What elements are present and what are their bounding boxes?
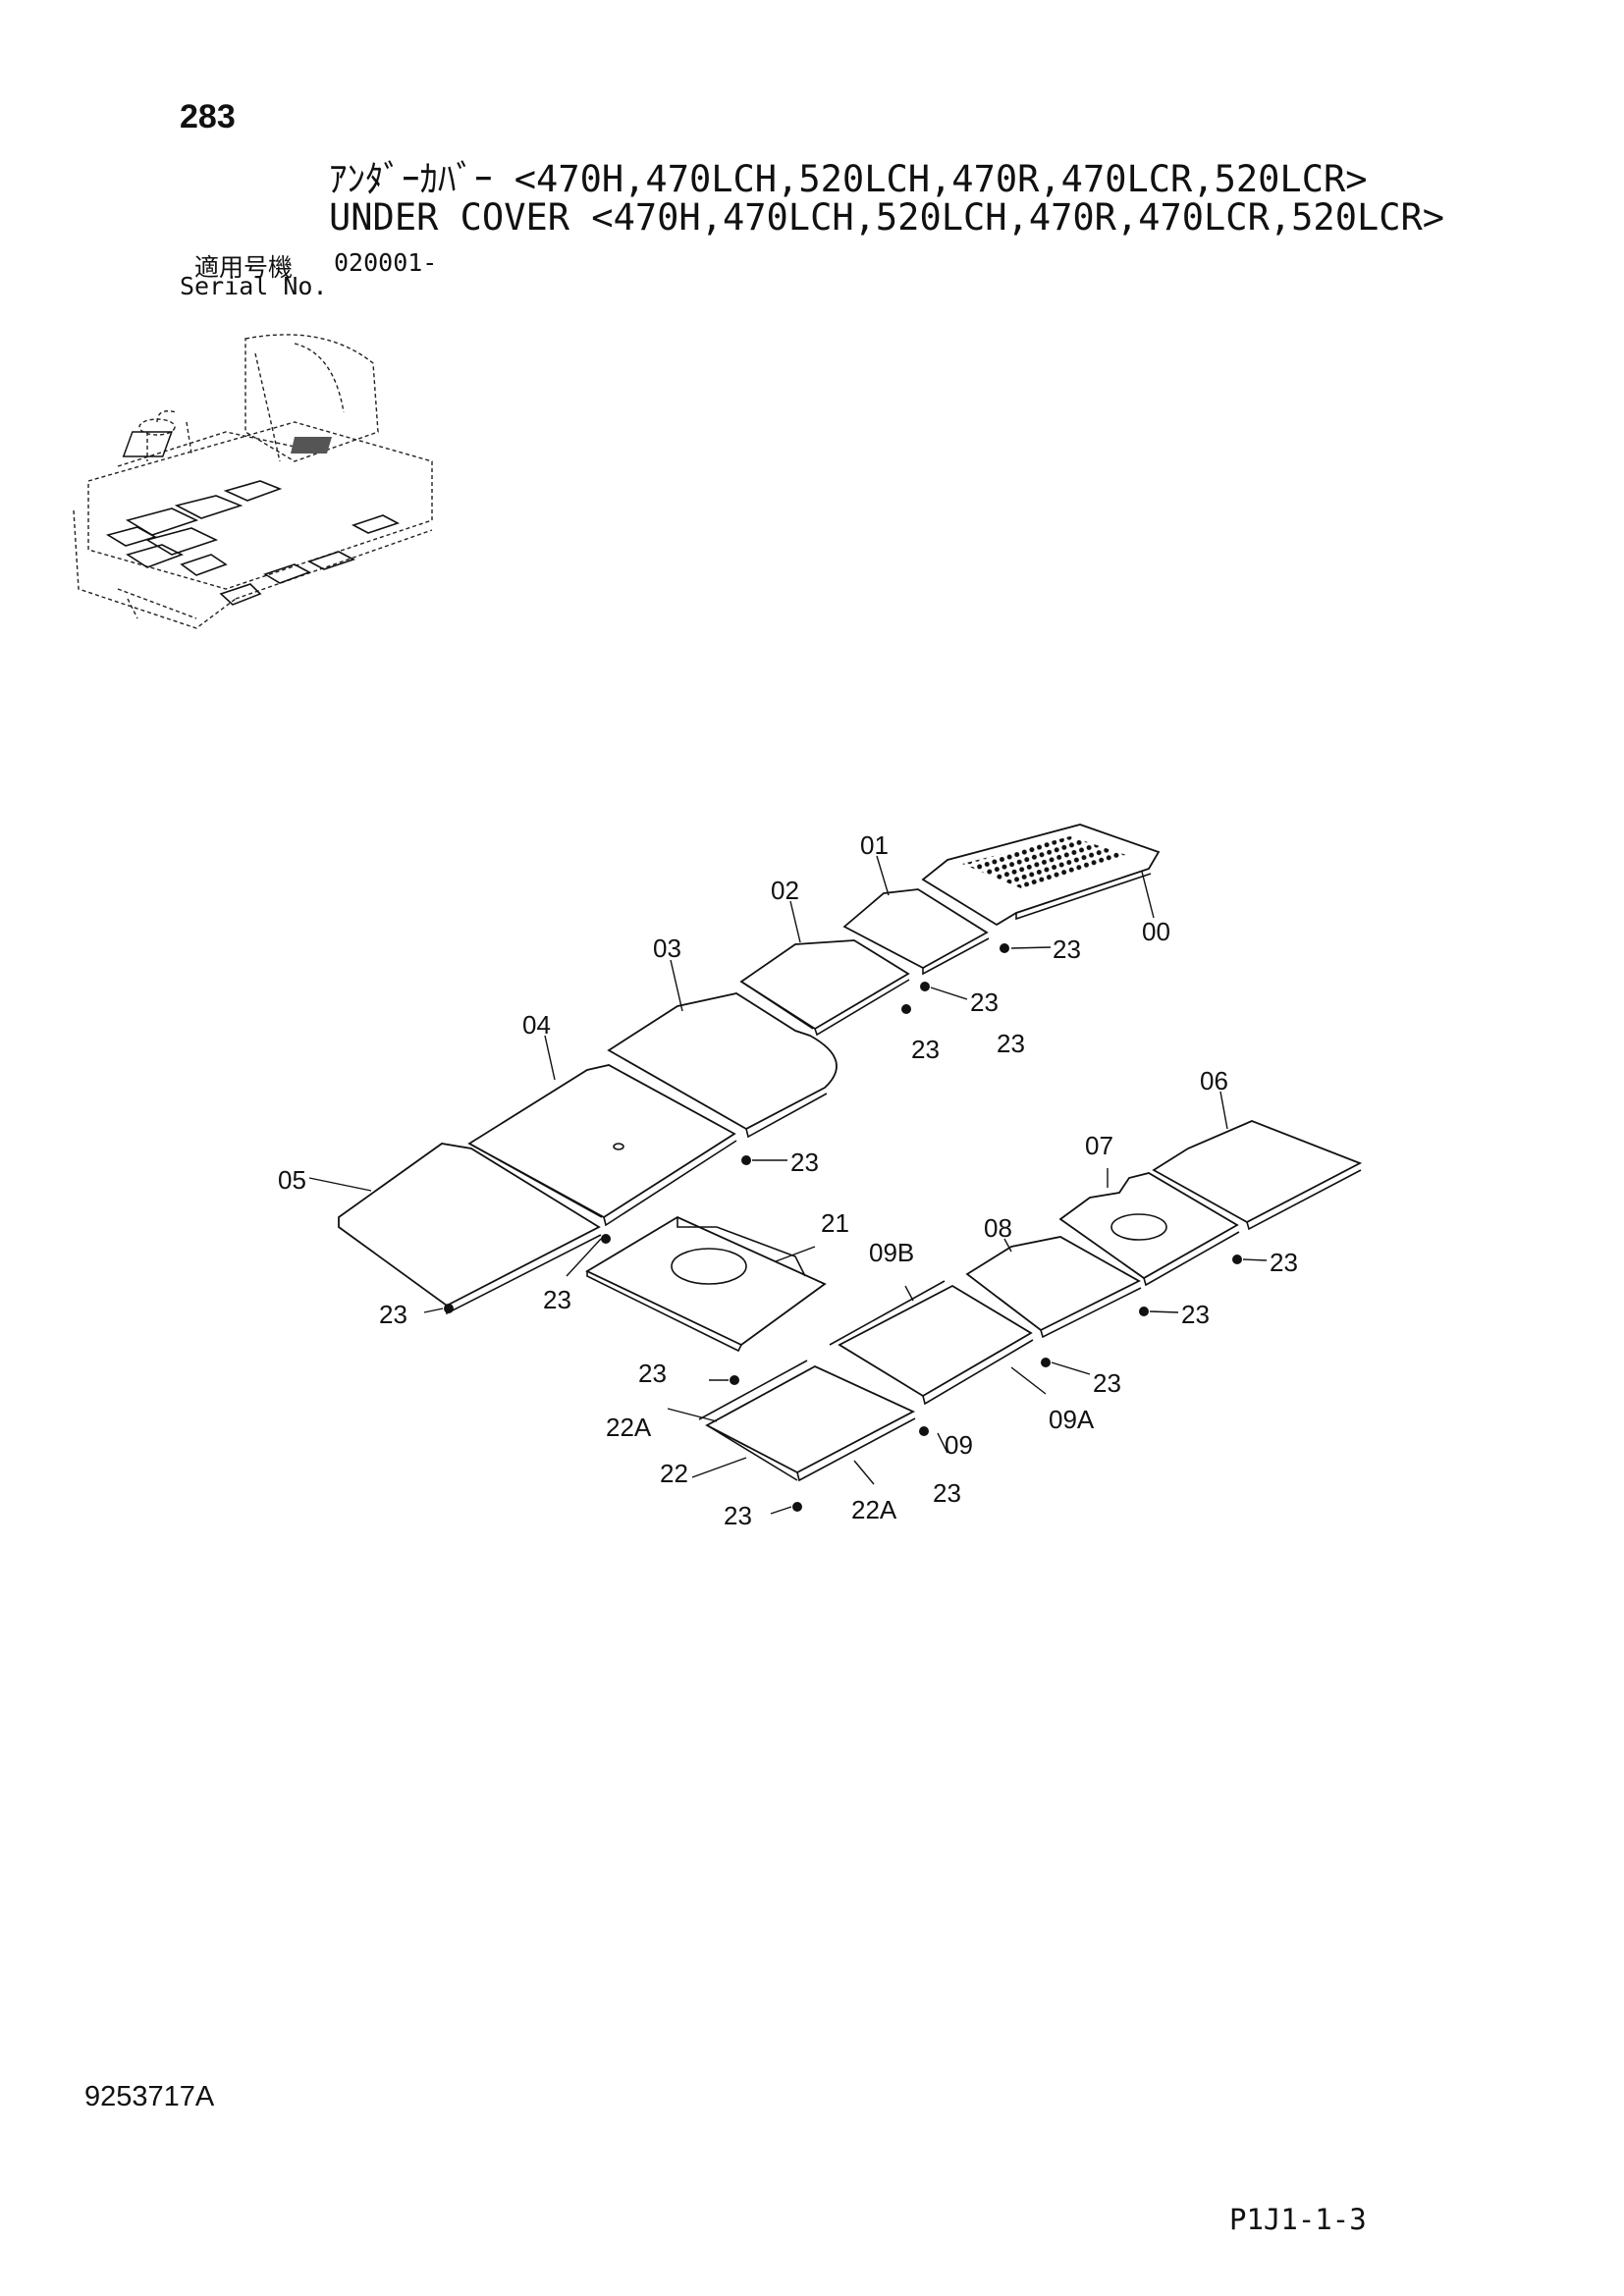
callout-08: 08 (984, 1213, 1012, 1243)
cover-06 (1152, 1120, 1363, 1231)
callout-23-a: 23 (1053, 934, 1081, 964)
callout-00: 00 (1142, 917, 1170, 946)
callout-23-b: 23 (970, 988, 999, 1017)
callout-23-f: 23 (379, 1300, 407, 1329)
callout-23-h: 23 (1270, 1248, 1298, 1277)
title-english: UNDER COVER <470H,470LCH,520LCH,470R,470… (329, 196, 1445, 239)
sheet-code: P1J1-1-3 (1229, 2203, 1367, 2236)
callout-02: 02 (771, 876, 799, 905)
cover-07 (1058, 1172, 1240, 1287)
callout-23-e: 23 (543, 1285, 571, 1314)
machine-locator-thumbnail (73, 334, 433, 629)
cover-00-perforated (921, 824, 1161, 927)
cover-02 (739, 939, 910, 1037)
callout-01: 01 (860, 830, 889, 860)
callout-23-m: 23 (997, 1029, 1025, 1058)
callout-22a-lower: 22A (851, 1495, 897, 1524)
callout-03: 03 (653, 934, 681, 963)
cover-04 (467, 1064, 737, 1227)
callout-22: 22 (660, 1459, 688, 1488)
serial-value: 020001- (334, 248, 438, 277)
callout-04: 04 (522, 1010, 551, 1040)
cover-09 (829, 1280, 1034, 1406)
callout-21: 21 (821, 1208, 849, 1238)
callout-23-c: 23 (911, 1035, 940, 1064)
leader-lines (308, 855, 1268, 1515)
callout-23-g: 23 (638, 1359, 667, 1388)
callout-23-k: 23 (933, 1478, 961, 1508)
callout-22a-upper: 22A (606, 1413, 652, 1442)
callout-09b: 09B (869, 1238, 914, 1267)
serial-label-japanese: 適用号機 (194, 254, 294, 282)
cover-08 (965, 1236, 1142, 1339)
bolt-markers (444, 943, 1242, 1512)
page-number: 283 (180, 98, 236, 135)
callout-05: 05 (278, 1165, 306, 1195)
callout-23-l: 23 (724, 1501, 752, 1530)
callout-09a: 09A (1049, 1405, 1095, 1434)
drawing-number: 9253717A (84, 2081, 215, 2112)
callout-23-j: 23 (1093, 1368, 1121, 1398)
callout-09: 09 (945, 1430, 973, 1460)
callout-06: 06 (1200, 1066, 1228, 1095)
serial-label-english: Serial No. (180, 272, 328, 300)
cover-01 (842, 888, 990, 976)
callout-23-d: 23 (790, 1148, 819, 1177)
title-japanese: ｱﾝﾀﾞｰｶﾊﾞｰ <470H,470LCH,520LCH,470R,470LC… (329, 158, 1368, 200)
callout-labels: 00 01 02 03 04 05 06 07 08 09 09A 09B 21… (278, 830, 1298, 1530)
cover-21 (585, 1215, 827, 1353)
callout-23-i: 23 (1181, 1300, 1210, 1329)
callout-07: 07 (1085, 1131, 1113, 1160)
cover-22 (698, 1360, 916, 1482)
cover-03 (607, 992, 838, 1139)
